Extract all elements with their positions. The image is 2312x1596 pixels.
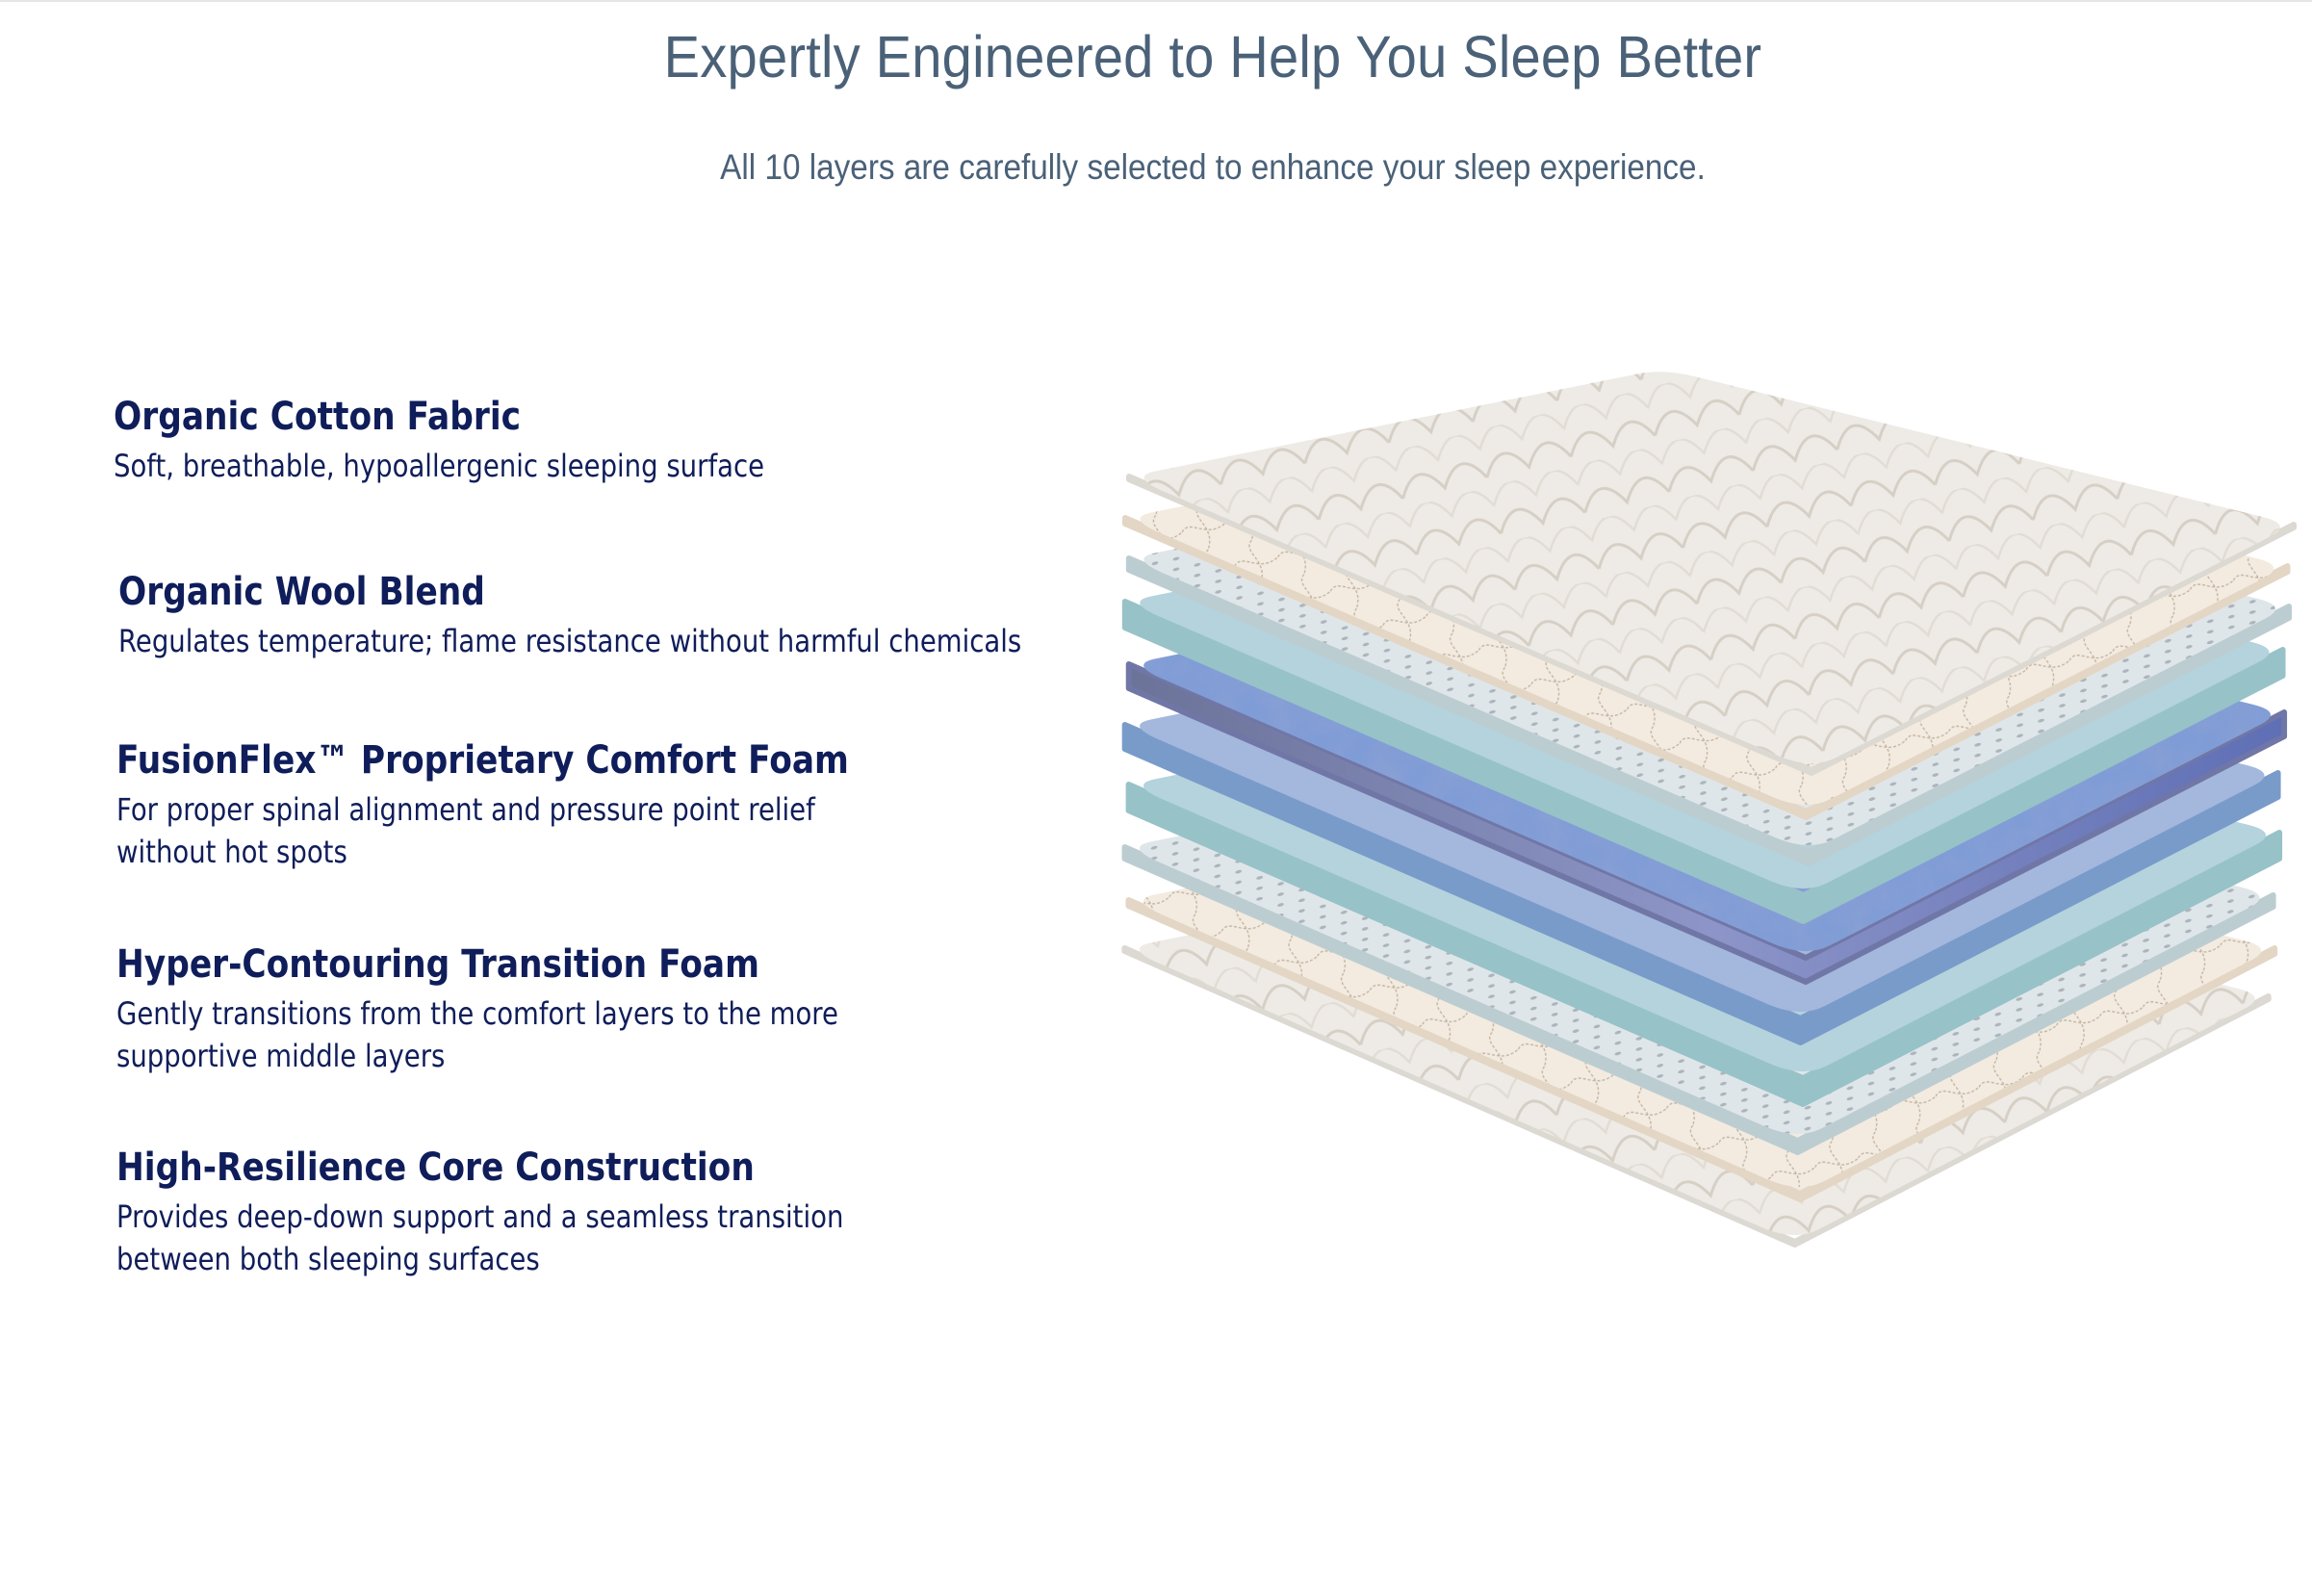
- feature-title: Organic Cotton Fabric: [114, 395, 522, 439]
- page-title: Expertly Engineered to Help You Sleep Be…: [663, 24, 1762, 90]
- feature-transition-foam: Hyper-Contouring Transition Foam Gently …: [116, 940, 1156, 1077]
- mattress-layers-illustration: [1097, 347, 2312, 1540]
- mattress-layer-stack: [1121, 372, 2297, 1248]
- feature-description: Provides deep-down support and a seamles…: [116, 1198, 844, 1277]
- feature-description: Regulates temperature; flame resistance …: [118, 623, 1022, 659]
- top-divider: [0, 0, 2312, 2]
- feature-description: For proper spinal alignment and pressure…: [116, 791, 815, 870]
- mattress-layers-image: [1121, 372, 2297, 1248]
- mattress-layer-organic-cotton-top: [1126, 372, 2297, 776]
- feature-core-construction: High-Resilience Core Construction Provid…: [116, 1144, 1156, 1280]
- feature-description: Soft, breathable, hypoallergenic sleepin…: [114, 448, 765, 484]
- page-subtitle: All 10 layers are carefully selected to …: [720, 147, 1706, 187]
- feature-organic-wool: Organic Wool Blend Regulates temperature…: [118, 568, 1158, 662]
- feature-organic-cotton: Organic Cotton Fabric Soft, breathable, …: [114, 393, 1153, 487]
- feature-description: Gently transitions from the comfort laye…: [116, 995, 838, 1074]
- feature-list: Organic Cotton Fabric Soft, breathable, …: [0, 0, 1107, 1596]
- feature-title: FusionFlex™ Proprietary Comfort Foam: [116, 738, 849, 783]
- feature-title: Hyper-Contouring Transition Foam: [116, 942, 759, 987]
- feature-title: Organic Wool Blend: [118, 570, 485, 614]
- feature-title: High-Resilience Core Construction: [116, 1146, 755, 1190]
- feature-fusionflex-foam: FusionFlex™ Proprietary Comfort Foam For…: [116, 736, 1156, 873]
